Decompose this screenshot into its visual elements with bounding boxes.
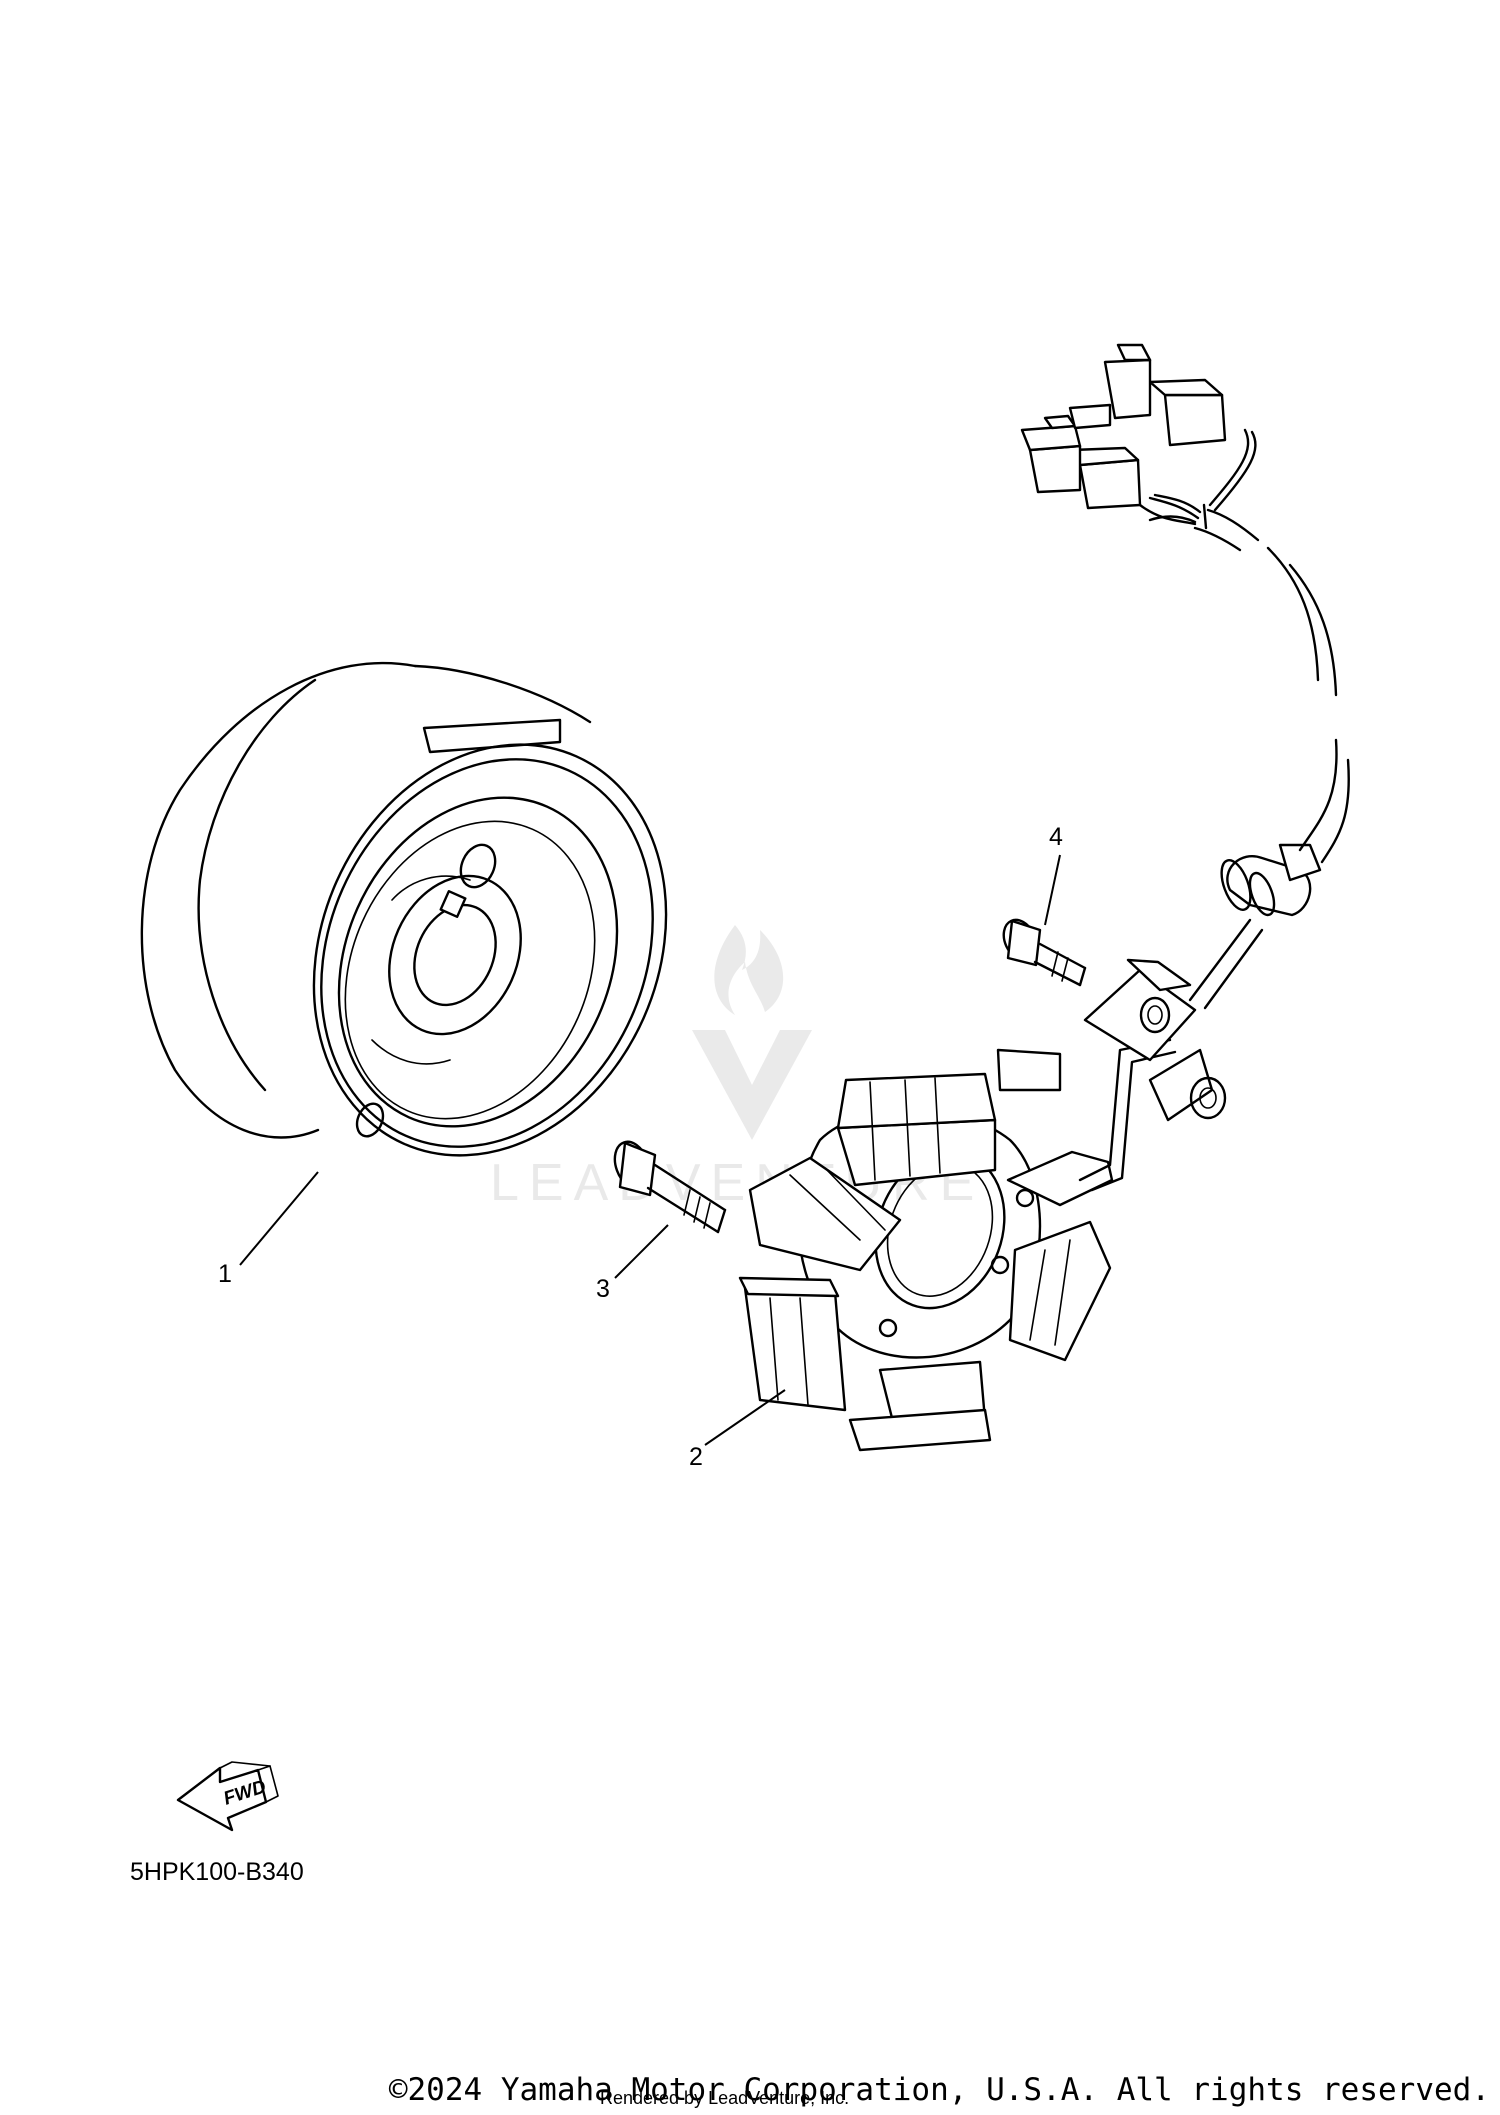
stator-screw [613, 1140, 727, 1234]
wire-clamp [1083, 958, 1227, 1122]
callout-2: 2 [689, 1443, 703, 1471]
diagram-code: 5HPK100-B340 [130, 1858, 304, 1886]
leader-line-3 [614, 1224, 669, 1279]
copyright-notice: ©2024 Yamaha Motor Corporation, U.S.A. A… [388, 2072, 1490, 2108]
callout-4: 4 [1049, 823, 1063, 851]
stator-assembly [738, 1038, 1177, 1452]
rendered-by-credit: Rendered by LeadVenture, Inc. [600, 2088, 850, 2108]
wire-connectors [1020, 343, 1257, 526]
callout-3: 3 [596, 1275, 610, 1303]
clamp-screw [1002, 918, 1087, 987]
flywheel-rotor [140, 661, 668, 1157]
fwd-arrow-icon: FWD [176, 1761, 279, 1832]
leader-line-2 [704, 1389, 786, 1446]
leader-line-1 [239, 1171, 319, 1266]
callout-1: 1 [218, 1260, 232, 1288]
leader-line-4 [1044, 854, 1061, 926]
wire-harness [1188, 503, 1350, 1010]
